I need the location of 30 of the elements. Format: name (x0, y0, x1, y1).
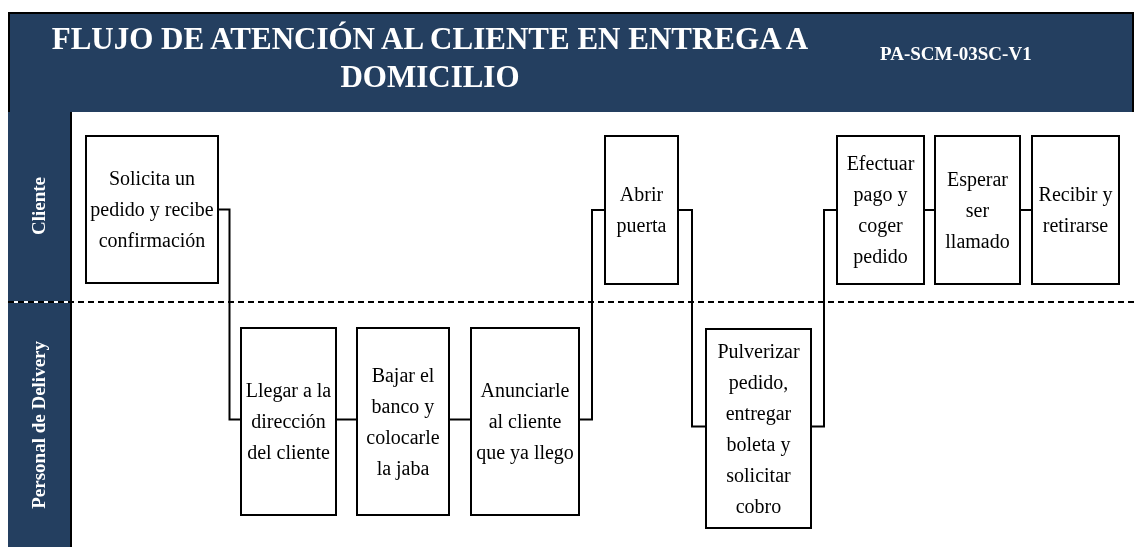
step-text: Efectuar pago y coger pedido (845, 151, 916, 270)
process-box (705, 328, 812, 529)
connector-line (579, 209, 605, 421)
process-box (356, 327, 450, 516)
process-box (470, 327, 580, 516)
process-box (1031, 135, 1120, 285)
step-text: Abrir puerta (615, 182, 668, 239)
connector-line (449, 418, 471, 421)
step-text: Recibir y retirarse (1037, 182, 1114, 238)
document-code: PA-SCM-03SC-V1 (880, 42, 1032, 66)
connector-line (1020, 209, 1032, 211)
lane-label: Personal de Delivery (28, 341, 50, 509)
step-text: Solicita un pedido y recibe confirmación (90, 166, 214, 253)
diagram-title: FLUJO DE ATENCIÓN AL CLIENTE EN ENTREGA A DOMICILIO (50, 20, 810, 96)
step-text: Anunciarle al cliente que ya llego (475, 378, 575, 466)
step-text: Llegar a la dirección del cliente (245, 378, 332, 465)
process-box (85, 135, 219, 284)
process-box (240, 327, 337, 516)
step-text: Esperar ser llamado (944, 166, 1011, 254)
step-text: Pulverizar pedido, entregar boleta y solicitar cobro (716, 338, 801, 519)
process-box (604, 135, 679, 285)
lane-label: Cliente (28, 177, 50, 236)
step-text: Bajar el banco y colocarle la jaba (365, 362, 441, 482)
connector-line (336, 418, 357, 421)
connector-line (218, 208, 241, 421)
process-box (934, 135, 1021, 285)
process-box (836, 135, 925, 285)
connector-line (811, 209, 837, 428)
connector-line (924, 209, 935, 211)
connector-line (678, 209, 706, 428)
